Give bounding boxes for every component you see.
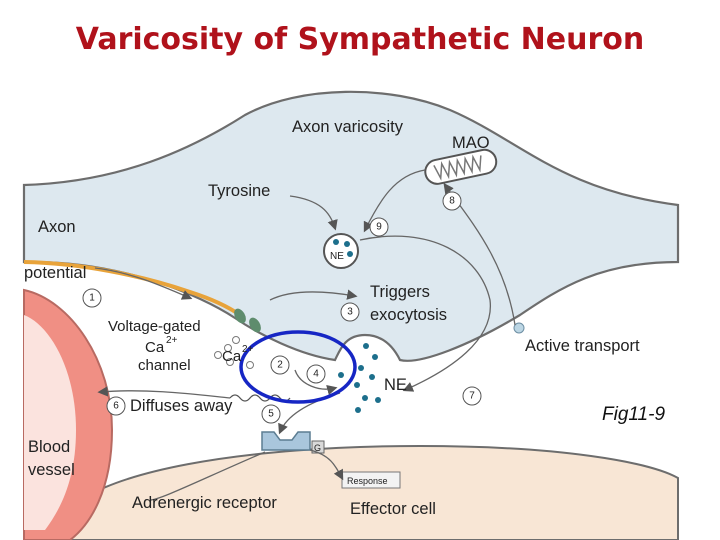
- label-voltage-gated: Voltage-gated: [108, 318, 201, 335]
- label-blood: Blood: [28, 438, 70, 456]
- label-ca2-superscript: 2+: [166, 335, 178, 346]
- ne-dot: [333, 239, 339, 245]
- label-mao: MAO: [452, 134, 490, 152]
- step-8: 8: [449, 196, 455, 207]
- step-5: 5: [268, 409, 274, 420]
- label-released-ne: NE: [384, 376, 407, 394]
- label-triggers: Triggers: [370, 283, 430, 301]
- step-2: 2: [277, 360, 283, 371]
- blood-vessel-lumen: [24, 315, 76, 530]
- label-diffuses-away: Diffuses away: [130, 397, 233, 415]
- label-channel: channel: [138, 357, 191, 374]
- label-response: Response: [347, 476, 388, 486]
- step-3: 3: [347, 307, 353, 318]
- slide-title: Varicosity of Sympathetic Neuron: [75, 22, 645, 57]
- step-9: 9: [376, 222, 382, 233]
- label-potential: potential: [24, 264, 86, 282]
- label-ca-ion-superscript: 2+: [242, 344, 254, 355]
- ca-ion: [214, 351, 222, 359]
- ne-dot: [344, 241, 350, 247]
- label-axon: Axon: [38, 218, 76, 236]
- label-vessel: vessel: [28, 461, 75, 479]
- ca-channel-top: [234, 308, 246, 324]
- released-ne: [338, 343, 381, 413]
- step-7: 7: [469, 391, 475, 402]
- diffusion-wave: [229, 394, 291, 402]
- ca-ion: [232, 336, 240, 344]
- step-6: 6: [113, 401, 119, 412]
- label-g-protein: G: [314, 443, 321, 453]
- label-active-transport: Active transport: [525, 337, 640, 355]
- adrenergic-receptor: [261, 431, 311, 451]
- ca-channel-bottom: [249, 317, 261, 333]
- active-transporter: [513, 322, 525, 334]
- label-exocytosis: exocytosis: [370, 306, 447, 324]
- membrane-potential-line: [23, 260, 242, 317]
- step-1: 1: [89, 293, 95, 304]
- label-adrenergic-receptor: Adrenergic receptor: [132, 494, 277, 512]
- ca-ion: [226, 358, 234, 366]
- mao-mitochondrion: [424, 148, 498, 185]
- label-ca-ion: Ca: [222, 348, 242, 365]
- ca-ion: [246, 361, 254, 369]
- label-axon-varicosity: Axon varicosity: [292, 118, 404, 136]
- label-vesicle-ne: NE: [330, 251, 344, 262]
- label-tyrosine: Tyrosine: [208, 182, 270, 200]
- label-ca2: Ca: [145, 339, 165, 356]
- ne-dot: [347, 251, 353, 257]
- figure-label: Fig11-9: [602, 404, 666, 425]
- step-markers: 1 2 3 4 5 6 7 8 9: [82, 191, 482, 424]
- highlight-circle: [239, 330, 357, 404]
- step-4: 4: [313, 369, 319, 380]
- effector-cell: [59, 444, 679, 540]
- label-effector-cell: Effector cell: [350, 500, 436, 518]
- ca-ion: [224, 344, 232, 352]
- pathway-arrows: [94, 169, 516, 501]
